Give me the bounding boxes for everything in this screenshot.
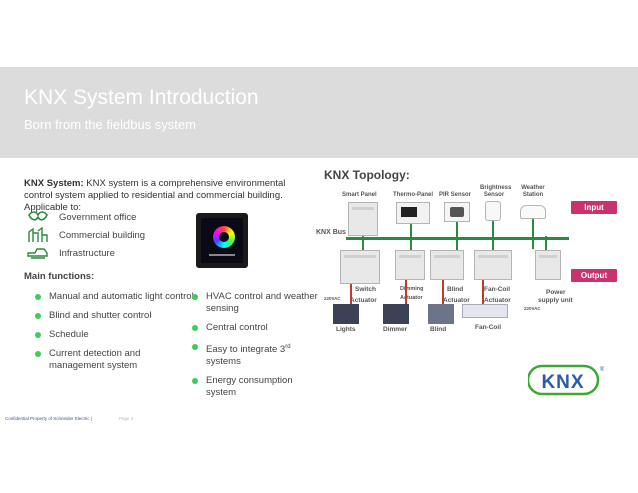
main-functions-left: Manual and automatic light control Blind… [35,291,195,372]
intro-text: KNX system is a comprehensive environmen… [24,178,286,201]
bullet-icon [35,313,41,319]
application-label: Government office [59,212,137,223]
actuator-label: Actuator [443,297,470,304]
infrastructure-icon [27,248,48,259]
dimming-actuator-device [395,250,425,280]
slide-title: KNX System Introduction [24,86,259,109]
input-device-label: Thermo-Panel [393,192,434,198]
slide-subtitle: Born from the fieldbus system [24,117,196,132]
list-item: Energy consumption system [192,375,322,399]
intro-lead: KNX System: [24,178,84,189]
switch-actuator-device [340,250,380,284]
pir-sensor-device [444,202,470,222]
topology-title: KNX Topology: [324,168,410,182]
input-device-label: Brightness Sensor [480,185,512,198]
bullet-icon [192,325,198,331]
bullet-icon [192,378,198,385]
power-supply-device [535,250,561,280]
actuator-label: Actuator [484,297,511,304]
application-label: Commercial building [59,230,146,241]
actuator-label: Fan-Coil [484,286,510,293]
smart-panel-device [348,202,378,236]
actuator-label: Switch [355,286,376,293]
svg-text:®: ® [600,366,604,373]
footer-page-number: Page 3 [119,416,134,421]
actuator-label: supply unit [538,297,573,304]
thermo-panel-device [396,202,430,224]
load-label: Lights [336,326,356,333]
actuator-label: Actuator [350,297,377,304]
list-item: Central control [192,322,322,334]
output-tag: Output [571,269,617,282]
main-functions-heading: Main functions: [24,271,95,282]
bullet-icon [35,294,41,300]
blind-image [428,304,454,324]
bullet-icon [192,294,198,300]
weather-station-device [520,205,546,219]
actuator-label: Blind [447,286,464,293]
actuator-label: Actuator [400,295,423,301]
touch-panel-device [196,213,248,268]
intro-paragraph: KNX System: KNX system is a comprehensiv… [24,178,294,214]
application-label: Infrastructure [59,248,115,259]
load-label: Blind [430,326,447,333]
load-label: Fan-Coil [475,324,501,331]
input-tag: Input [571,201,617,214]
footer-confidential: Confidential Property of Schneider Elect… [5,416,92,421]
actuator-label: Power [546,289,566,296]
actuator-label: Dimming [400,286,424,292]
bullet-icon [35,332,41,338]
government-office-icon [28,211,48,221]
list-item: Schedule [35,329,195,341]
fancoil-image [462,304,508,318]
load-label: Dimmer [383,326,408,333]
color-wheel-icon [213,226,235,248]
input-device-label: Smart Panel [342,192,377,198]
list-item: Manual and automatic light control [35,291,195,303]
list-item: HVAC control and weather sensing [192,291,322,315]
knx-logo: KNX ® [528,364,604,396]
svg-text:KNX: KNX [541,372,584,393]
blind-actuator-device [430,250,464,280]
dimmer-image [383,304,409,324]
bullet-icon [35,351,41,357]
title-banner [0,67,638,158]
bullet-icon [192,344,198,350]
main-functions-right: HVAC control and weather sensing Central… [192,291,322,399]
list-item: Blind and shutter control [35,310,195,322]
lights-image [333,304,359,324]
commercial-building-icon [28,227,48,242]
voltage-label: 220VAC [324,296,341,301]
input-device-label: PIR Sensor [439,192,472,198]
voltage-label: 220VAC [524,306,541,311]
list-item: Current detection and management system [35,348,195,372]
list-item: Easy to integrate 3rd systems [192,341,322,368]
applicable-label: Applicable to: [24,202,82,213]
brightness-sensor-device [485,201,501,221]
input-device-label: Weather Station [521,185,545,198]
fancoil-actuator-device [474,250,512,280]
knx-bus-label: KNX Bus [316,229,346,236]
